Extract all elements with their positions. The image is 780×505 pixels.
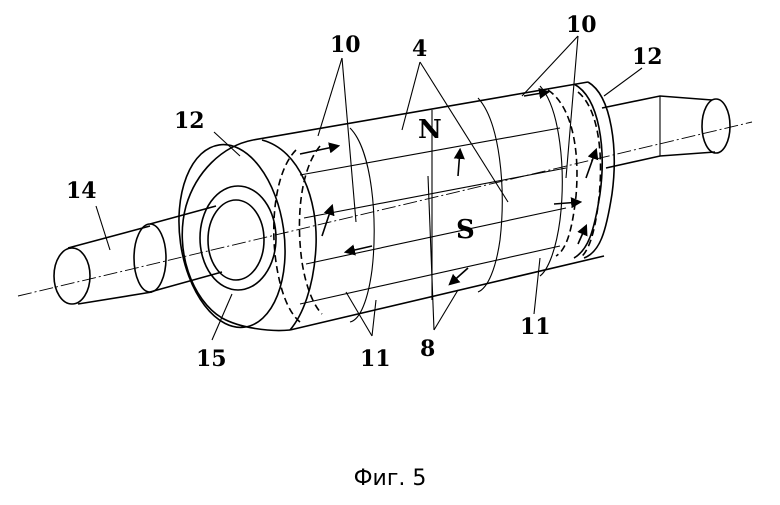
label-4: 4 bbox=[412, 36, 427, 62]
label-8: 8 bbox=[420, 336, 435, 362]
rotor-cylinder bbox=[182, 82, 614, 331]
label-15: 15 bbox=[196, 346, 227, 372]
label-12-right: 12 bbox=[632, 44, 663, 70]
left-shaft bbox=[54, 206, 222, 304]
left-end-disc bbox=[168, 138, 297, 335]
leader-lines bbox=[96, 36, 642, 340]
figure-caption: Фиг. 5 bbox=[0, 466, 780, 491]
south-pole-label: S bbox=[456, 215, 475, 245]
label-11-right: 11 bbox=[520, 314, 551, 340]
axis-centerline bbox=[18, 122, 752, 296]
label-10-right: 10 bbox=[566, 12, 597, 38]
label-10-left: 10 bbox=[330, 32, 361, 58]
label-14: 14 bbox=[66, 178, 97, 204]
label-12-left: 12 bbox=[174, 108, 205, 134]
north-pole-label: N bbox=[418, 115, 442, 145]
label-11-left: 11 bbox=[360, 346, 391, 372]
